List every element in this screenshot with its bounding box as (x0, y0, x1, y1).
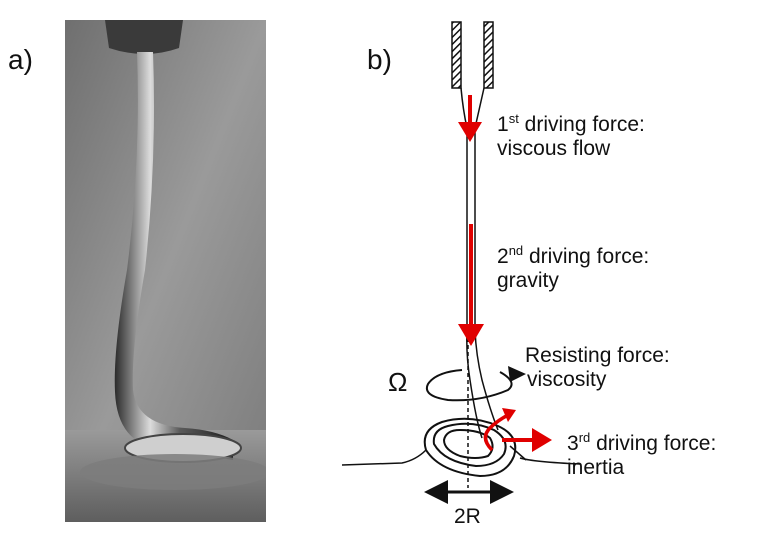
coil-inner (442, 428, 494, 459)
first-force-label: 1st driving force: viscous flow (497, 111, 645, 161)
jet-left-edge (460, 87, 483, 439)
floor-line-left (341, 449, 427, 466)
second-force-label: 2nd driving force: gravity (497, 243, 650, 293)
radius-arrowhead-left (424, 480, 448, 504)
panel-b-label: b) (367, 44, 392, 75)
inertia-pointer (509, 445, 527, 461)
jet-stream (114, 52, 233, 460)
third-force-label: 3rd driving force: inertia (567, 430, 717, 480)
coil-outer (423, 417, 517, 478)
viscous-flow-arrowhead (458, 122, 482, 142)
coiling-jet-photo (65, 20, 266, 522)
rotation-arrowhead (508, 366, 526, 382)
nozzle-left-wall (451, 21, 462, 89)
radius-arrowhead-right (490, 480, 514, 504)
omega-label: Ω (388, 367, 408, 397)
nozzle (105, 20, 183, 54)
jet-right-edge (474, 87, 499, 431)
rotation-loop (426, 369, 513, 402)
inertia-curve (483, 412, 511, 452)
spread-puddle (80, 454, 266, 490)
resisting-force-label: Resisting force: viscosity (525, 344, 670, 392)
force-schematic (341, 21, 581, 504)
floor-line-right (519, 457, 581, 465)
radius-label: 2R (454, 505, 481, 528)
nozzle-right-wall (483, 21, 494, 89)
gravity-arrowhead (458, 324, 484, 346)
inertia-curve-arrowhead (502, 408, 516, 422)
panel-a-label: a) (8, 44, 33, 75)
inertia-arrowhead (532, 428, 552, 452)
